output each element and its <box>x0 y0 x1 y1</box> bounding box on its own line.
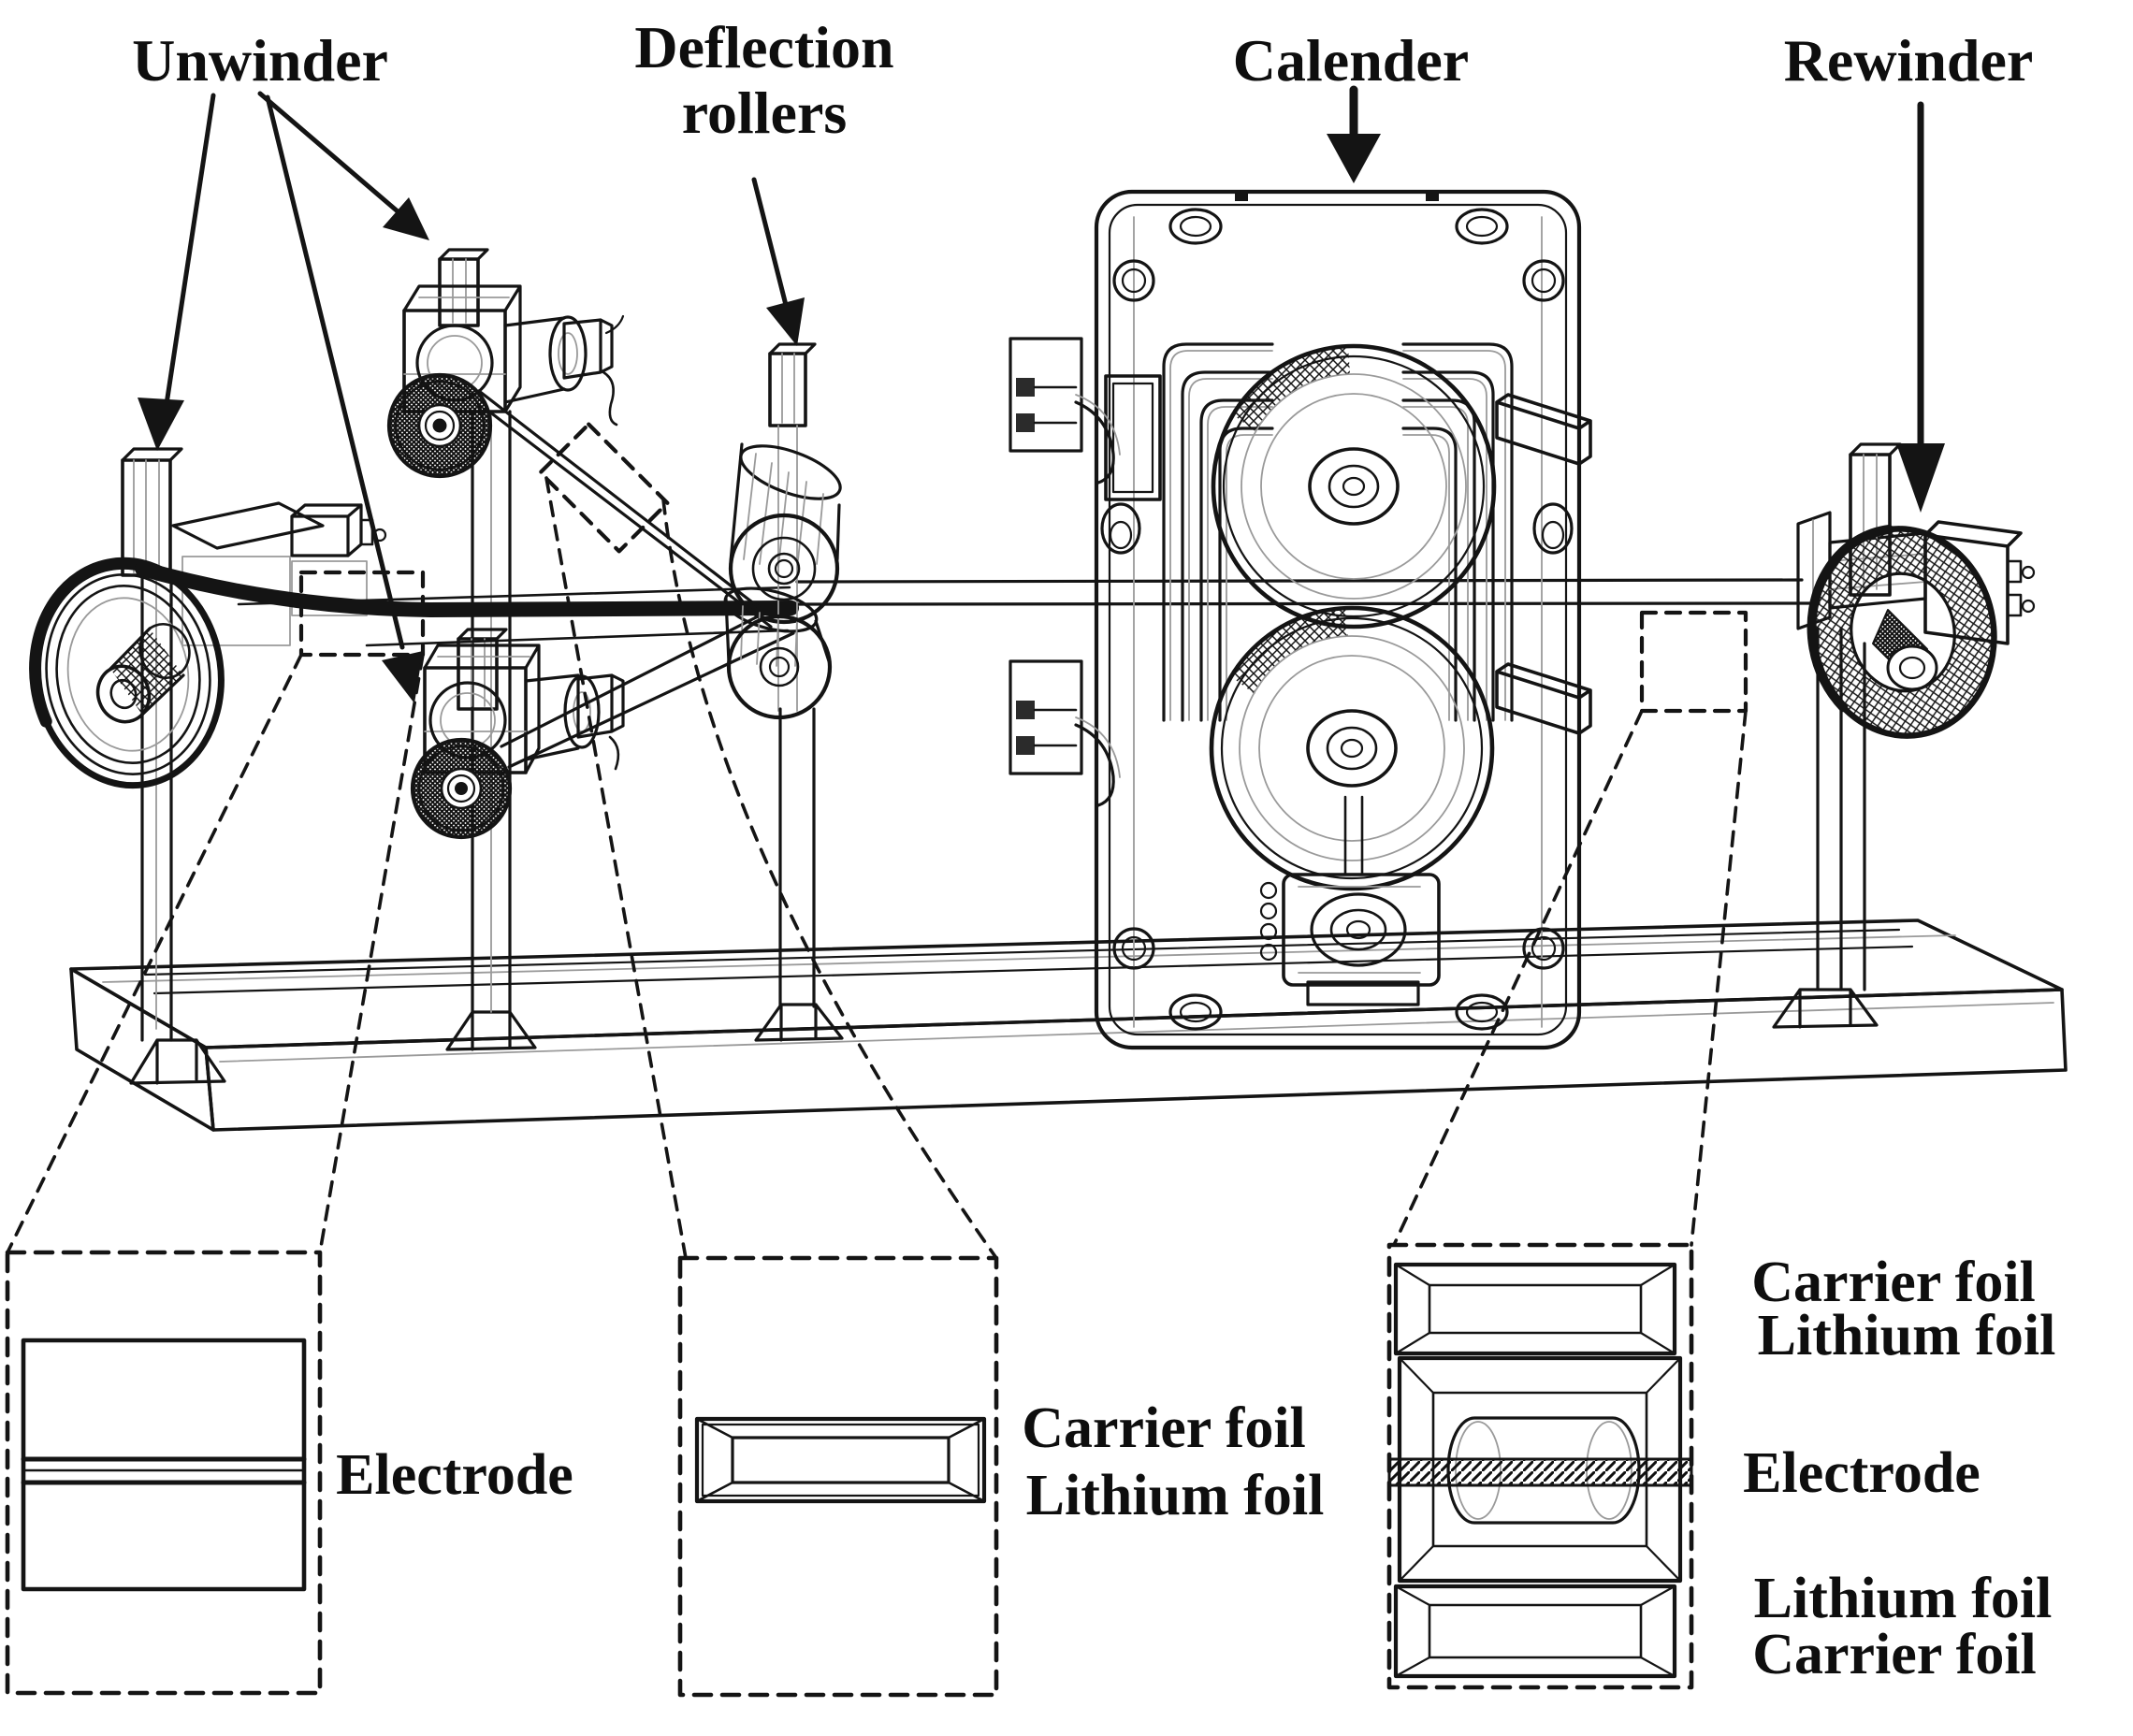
deflection-title-line1: Deflection <box>634 14 893 80</box>
annotation-arrows <box>138 85 1945 703</box>
electrode-roll <box>29 557 227 792</box>
callout-markers <box>6 422 1748 1260</box>
component-labels: Unwinder Deflection rollers Calender Rew… <box>132 14 2033 146</box>
calender-roll-bottom <box>1209 605 1495 891</box>
heating-channels-left <box>1162 342 1274 722</box>
rewinder-title: Rewinder <box>1784 27 2034 94</box>
laminate-electrode-label: Electrode <box>1743 1441 1981 1505</box>
lithium-roll-lower <box>410 737 513 840</box>
mount-bar-right-top <box>1495 393 1592 466</box>
laminate-electrode-band <box>1387 1457 1693 1487</box>
detail-marker-laminate <box>1639 610 1748 714</box>
clamp-upper-left <box>1008 337 1121 485</box>
callout-laminate-section: Carrier foil Lithium foil Electrode Lith… <box>1386 1242 2056 1690</box>
laminate-lithium-top-label: Lithium foil <box>1758 1304 2056 1367</box>
electrode-label: Electrode <box>336 1443 573 1507</box>
deflection-arrow-icon <box>751 177 805 346</box>
heating-channels-right <box>1401 342 1514 722</box>
center-post <box>471 410 512 1014</box>
electrode-layer-figure <box>21 1338 307 1592</box>
calender-drive-motor <box>1259 795 1441 1006</box>
unwinder-arrow-left-icon <box>138 93 216 451</box>
unwinder-title: Unwinder <box>132 27 388 94</box>
unwinder-station-upper <box>386 248 625 479</box>
lithium-roll-upper <box>386 372 493 479</box>
rewinder-station <box>1796 442 2036 991</box>
detail-marker-electrode <box>298 570 426 658</box>
unwinder-arrow-long-icon <box>265 94 423 703</box>
deflection-roller-bottom <box>723 586 833 720</box>
unwinder-arrow-mid-icon <box>257 91 429 240</box>
rewinder-arrow-icon <box>1896 101 1945 513</box>
callout-electrode-section: Electrode <box>5 1250 573 1696</box>
calender-unit <box>1008 189 1592 1050</box>
unwinder-station-lower <box>410 628 625 840</box>
calender-title: Calender <box>1233 27 1469 94</box>
deflection-roller-top <box>728 442 842 625</box>
carrier-foil-label: Carrier foil <box>1022 1396 1306 1460</box>
callout-foil-section: Carrier foil Lithium foil <box>677 1255 1325 1698</box>
foil-tray-figure <box>694 1416 987 1504</box>
unwinder-station-left <box>29 447 387 1042</box>
stand-foot <box>129 988 1879 1085</box>
base-platform <box>69 919 2068 1132</box>
mount-bar-right-bottom <box>1495 662 1592 735</box>
calender-roll-top <box>1211 343 1497 629</box>
detail-marker-foil <box>538 422 670 554</box>
laminate-stack-figure <box>1387 1262 1693 1679</box>
laminate-carrier-top-label: Carrier foil <box>1751 1251 2036 1314</box>
deflection-roller-station <box>723 342 842 1008</box>
laminate-carrier-bottom-label: Carrier foil <box>1752 1623 2037 1686</box>
clamp-lower-left <box>1008 659 1121 807</box>
rewind-roll <box>1807 524 1999 741</box>
web-path <box>135 389 1821 769</box>
calender-arrow-icon <box>1327 85 1381 183</box>
lithium-foil-label: Lithium foil <box>1026 1464 1325 1527</box>
laminate-lithium-bottom-label: Lithium foil <box>1754 1567 2053 1630</box>
deflection-title-line2: rollers <box>682 80 848 146</box>
